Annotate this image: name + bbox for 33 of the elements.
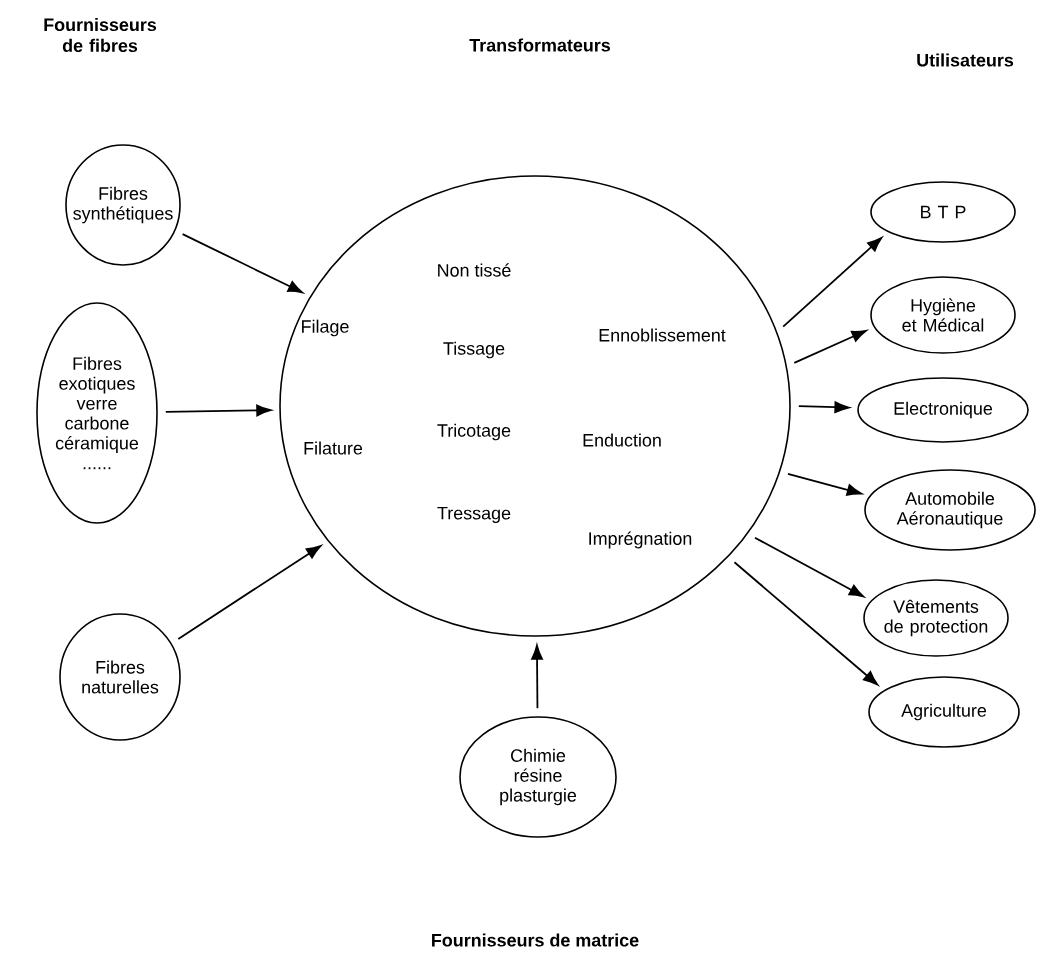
arrow <box>733 561 879 686</box>
heading: Fournisseurs de matrice <box>432 933 639 947</box>
arrow <box>181 233 303 294</box>
ellipse-node: Fibres naturelles <box>59 613 181 741</box>
process-label: Imprégnation <box>589 531 692 549</box>
ellipse-node: B T P <box>870 181 1016 243</box>
arrow <box>531 644 543 710</box>
ellipse-node: Fibres synthétiques <box>65 144 181 266</box>
heading: Utilisateurs <box>917 53 1014 67</box>
arrow <box>797 401 850 414</box>
ellipse-node: Chimie résine plasturgie <box>459 716 617 838</box>
process-label: Tricotage <box>437 423 511 441</box>
heading: Fournisseurs de fibres <box>44 17 157 53</box>
arrow <box>782 237 883 328</box>
process-label: Non tissé <box>438 263 511 277</box>
arrow <box>754 536 865 598</box>
ellipse-node: Agriculture <box>868 676 1020 748</box>
process-label: Filage <box>302 319 349 337</box>
ellipse-node: Hygiène et Médical <box>870 276 1016 354</box>
ellipse-node: Fibres exotiques verre carbone céramique ...... <box>36 302 158 524</box>
process-label: Enduction <box>583 433 661 447</box>
arrow <box>177 545 322 640</box>
ellipse-node: Automobile Aéronautique <box>864 469 1036 551</box>
ellipse-node: Electronique <box>857 377 1029 443</box>
process-label: Filature <box>304 441 363 455</box>
process-label: Tissage <box>443 341 505 359</box>
process-label: Tressage <box>437 506 511 523</box>
heading: Transformateurs <box>469 38 610 52</box>
process-label: Ennoblissement <box>599 328 726 342</box>
arrow <box>164 404 272 417</box>
process-ellipse <box>279 175 791 637</box>
ellipse-node: Vêtements de protection <box>863 579 1009 657</box>
arrow <box>793 329 867 364</box>
